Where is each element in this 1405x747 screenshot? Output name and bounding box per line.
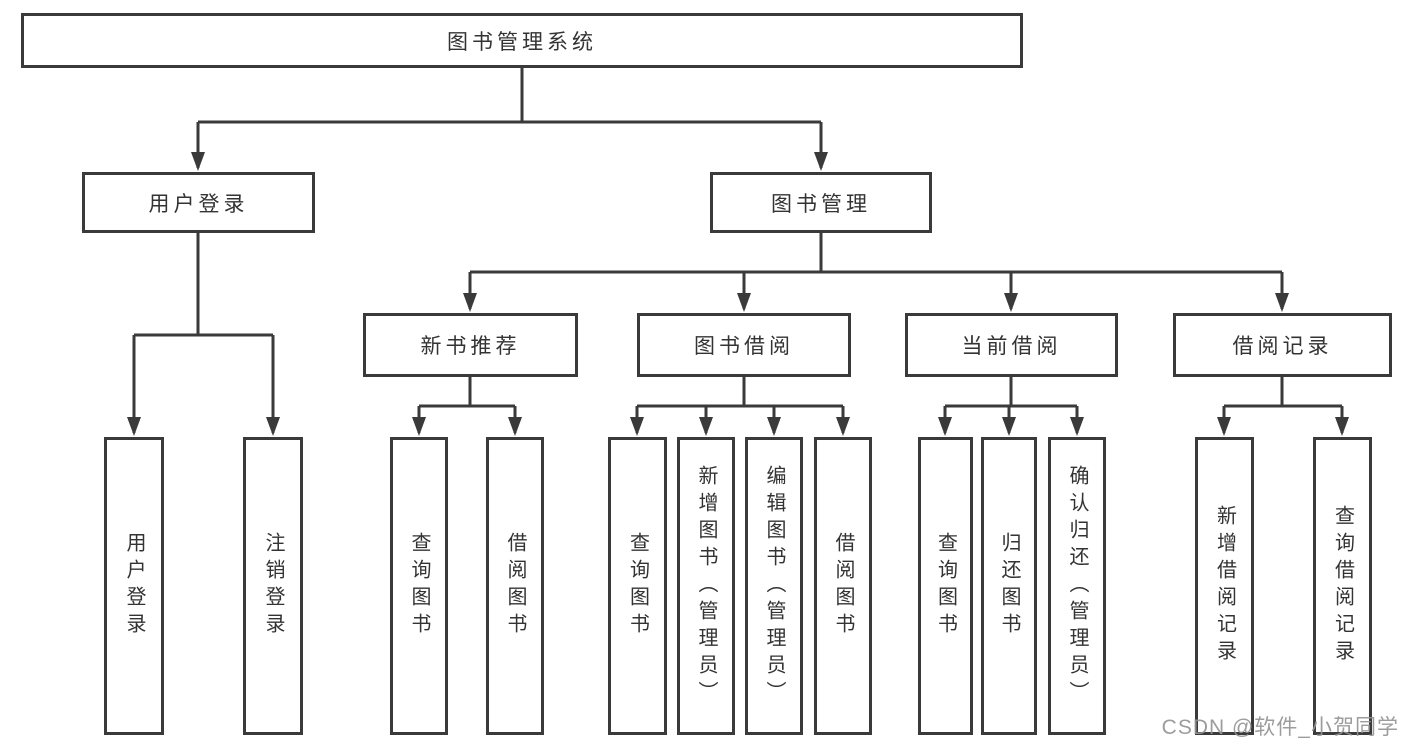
- node-label: 图书管理: [771, 192, 871, 216]
- arrowhead: [1004, 293, 1018, 312]
- leaf-add-borrow-record: 新增借阅记录: [1195, 437, 1254, 735]
- arrowhead: [938, 417, 952, 436]
- leaf-label: 借阅图书: [504, 532, 526, 640]
- leaf-borrow-books: 借阅图书: [814, 437, 872, 735]
- leaf-label: 用户登录: [123, 532, 145, 640]
- leaf-user-login: 用户登录: [104, 437, 164, 735]
- leaf-label: 注销登录: [262, 532, 284, 640]
- node-label: 当前借阅: [961, 335, 1062, 358]
- node-label: 用户登录: [148, 192, 249, 216]
- arrowhead: [737, 293, 751, 312]
- leaf-label: 查询图书: [934, 532, 957, 640]
- leaf-label: 查询图书: [626, 532, 649, 640]
- leaf-query-borrow-record: 查询借阅记录: [1313, 437, 1372, 735]
- arrowhead: [463, 293, 477, 312]
- node-current-borrowing: 当前借阅: [905, 313, 1118, 377]
- arrowhead: [508, 417, 522, 436]
- leaf-label: 查询图书: [408, 532, 430, 640]
- node-label: 图书管理系统: [447, 30, 597, 54]
- arrowhead: [630, 417, 644, 436]
- leaf-logout: 注销登录: [243, 437, 303, 735]
- leaf-label: 编辑图书（管理员）: [763, 464, 785, 708]
- leaf-query-books-current: 查询图书: [918, 437, 973, 735]
- node-label: 借阅记录: [1232, 335, 1333, 358]
- leaf-add-books-admin: 新增图书（管理员）: [677, 437, 735, 735]
- leaf-label: 查询借阅记录: [1331, 505, 1354, 667]
- connector-bookborrow-to-leaves: [635, 377, 845, 433]
- leaf-label: 新增图书（管理员）: [695, 464, 717, 708]
- connector-userlogin-to-leaves: [132, 233, 275, 433]
- node-library-management-system: 图书管理系统: [21, 13, 1023, 68]
- node-label: 新书推荐: [420, 335, 521, 358]
- arrowhead: [1275, 293, 1289, 312]
- arrowhead: [191, 152, 205, 171]
- connector-bookmgmt-to-level3: [468, 233, 1284, 309]
- arrowheads: [127, 152, 1349, 436]
- leaf-label: 借阅图书: [832, 532, 854, 640]
- csdn-watermark: CSDN @软件_小贺同学: [1161, 716, 1399, 739]
- arrowhead: [836, 417, 850, 436]
- leaf-confirm-return-admin: 确认归还（管理员）: [1048, 437, 1106, 735]
- leaf-label: 确认归还（管理员）: [1066, 464, 1088, 708]
- leaf-return-books: 归还图书: [981, 437, 1037, 735]
- arrowhead: [1070, 417, 1084, 436]
- leaf-borrow-books-recommend: 借阅图书: [486, 437, 544, 735]
- leaf-label: 新增借阅记录: [1213, 505, 1236, 667]
- node-user-login-branch: 用户登录: [82, 172, 315, 233]
- node-label: 图书借阅: [694, 335, 794, 358]
- node-book-borrowing: 图书借阅: [637, 313, 851, 377]
- arrowhead: [1002, 417, 1016, 436]
- leaf-query-books-borrow: 查询图书: [608, 437, 667, 735]
- arrowhead: [699, 417, 713, 436]
- leaf-label: 归还图书: [998, 532, 1020, 640]
- node-book-management-branch: 图书管理: [710, 172, 932, 233]
- arrowhead: [814, 152, 828, 171]
- node-new-book-recommendation: 新书推荐: [363, 313, 578, 377]
- connector-records-to-leaves: [1222, 377, 1344, 433]
- arrowhead: [1335, 417, 1349, 436]
- arrowhead: [1217, 417, 1231, 436]
- leaf-edit-books-admin: 编辑图书（管理员）: [745, 437, 803, 735]
- node-borrowing-records: 借阅记录: [1173, 313, 1392, 377]
- connector-root-to-level2: [196, 68, 823, 168]
- arrowhead: [266, 417, 280, 436]
- leaf-query-books-recommend: 查询图书: [390, 437, 448, 735]
- arrowhead: [767, 417, 781, 436]
- arrowhead: [127, 417, 141, 436]
- connector-newbook-to-leaves: [417, 377, 517, 433]
- arrowhead: [412, 417, 426, 436]
